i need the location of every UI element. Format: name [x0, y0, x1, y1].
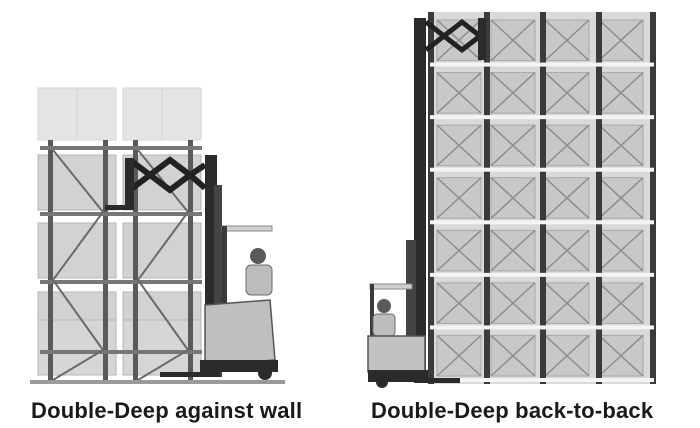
bracing	[544, 334, 590, 377]
bracing	[544, 229, 590, 272]
guard-post	[222, 226, 227, 306]
operator-icon	[372, 299, 396, 337]
rack-uprights-right	[428, 12, 656, 384]
scissor-arm	[424, 32, 482, 54]
truck-body	[204, 299, 276, 366]
bracing	[598, 19, 644, 62]
bracing	[490, 229, 536, 272]
beam	[40, 146, 202, 150]
caption-double-deep-back-to-back: Double-Deep back-to-back	[371, 398, 654, 423]
panel-right	[367, 12, 656, 388]
wheel	[376, 376, 388, 388]
pantograph-icon	[424, 18, 482, 54]
overhead-guard	[221, 225, 273, 232]
bracing	[598, 282, 644, 324]
beam	[430, 272, 654, 277]
scissor-arm	[424, 18, 482, 40]
upright	[48, 140, 53, 380]
rack-uprights-left	[48, 140, 193, 380]
rack-beams-right	[430, 62, 654, 382]
reach-truck-icon	[367, 18, 486, 388]
guard-post	[370, 284, 374, 344]
bracing	[490, 72, 536, 114]
bracing	[544, 19, 590, 62]
bracing	[436, 19, 482, 62]
bracing	[436, 334, 482, 377]
mast-inner	[406, 240, 416, 380]
bracing	[490, 124, 536, 167]
bracing	[436, 229, 482, 272]
fork-carriage	[125, 158, 134, 210]
bracing	[544, 72, 590, 114]
outrigger	[425, 378, 460, 383]
scissor-arm	[128, 171, 207, 194]
truck-body	[367, 335, 426, 373]
overhead-guard	[369, 283, 413, 290]
rack-loads-right	[436, 19, 644, 377]
beam	[40, 280, 202, 284]
bracing	[490, 19, 536, 62]
pantograph-icon	[128, 156, 207, 194]
mast	[414, 18, 426, 383]
bracing	[490, 177, 536, 219]
bracing	[436, 72, 482, 114]
bracing	[436, 282, 482, 324]
bracing	[490, 282, 536, 324]
upright	[484, 12, 490, 384]
upright	[650, 12, 656, 384]
rack-beams-left	[40, 146, 202, 354]
upright	[428, 12, 434, 384]
fork	[105, 205, 130, 210]
beam	[430, 220, 654, 225]
beam	[430, 167, 654, 172]
operator-head	[250, 248, 266, 264]
bracing	[544, 124, 590, 167]
truck-base	[200, 360, 278, 372]
wheel	[258, 366, 272, 380]
upright	[103, 140, 108, 380]
bracing	[490, 334, 536, 377]
reach-truck-icon	[105, 155, 278, 380]
panel-left	[30, 87, 285, 384]
operator-head	[377, 299, 391, 313]
operator-icon	[245, 248, 273, 296]
bracing	[598, 124, 644, 167]
bracing	[598, 229, 644, 272]
upright	[133, 140, 138, 380]
top-loads-left	[37, 87, 202, 141]
bracing	[598, 334, 644, 377]
beam	[430, 115, 654, 120]
bracing	[544, 177, 590, 219]
caption-double-deep-against-wall: Double-Deep against wall	[31, 398, 303, 423]
bracing	[598, 72, 644, 114]
scissor-arm	[128, 156, 207, 179]
operator-torso	[372, 313, 396, 337]
mast-inner	[214, 185, 222, 377]
outrigger	[160, 372, 220, 377]
bracing	[544, 282, 590, 324]
beam	[430, 378, 654, 382]
operator-torso	[245, 264, 273, 296]
bracing	[51, 149, 105, 381]
fork-carriage	[478, 18, 486, 60]
upright	[540, 12, 546, 384]
upright	[188, 140, 193, 380]
upright	[596, 12, 602, 384]
bracing	[436, 124, 482, 167]
beam	[40, 350, 202, 354]
beam	[430, 62, 654, 67]
floor-left	[30, 380, 285, 384]
beam	[430, 325, 654, 330]
beam	[40, 212, 202, 216]
bracing	[436, 177, 482, 219]
bracing	[598, 177, 644, 219]
